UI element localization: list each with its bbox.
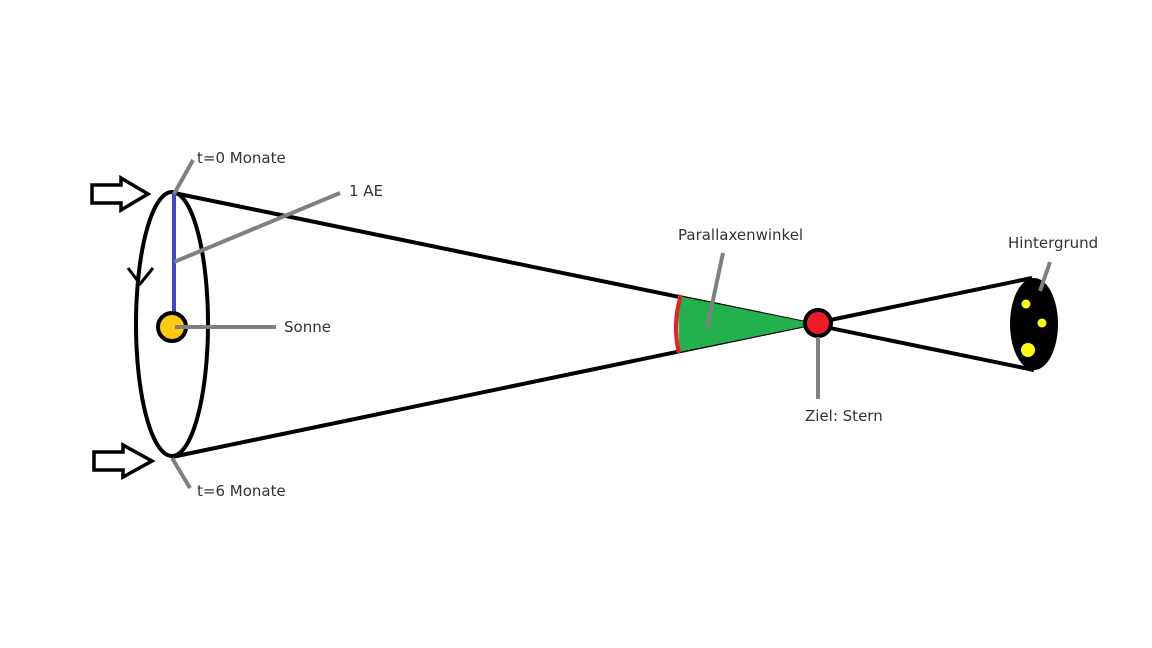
label-sun: Sonne	[284, 318, 331, 336]
arrow-right-icon	[90, 174, 152, 214]
sightline-t0	[173, 191, 1035, 372]
background-star	[1037, 318, 1047, 328]
parallax-angle-wedge	[678, 296, 816, 352]
leader-t6	[170, 456, 192, 490]
label-target: Ziel: Stern	[805, 407, 883, 425]
background-star	[1021, 343, 1035, 357]
sightline-t6	[171, 276, 1033, 459]
label-parallax: Parallaxenwinkel	[678, 226, 803, 244]
leader-t0	[172, 159, 195, 195]
target-star	[803, 308, 833, 338]
label-t0: t=0 Monate	[197, 149, 286, 167]
label-au: 1 AE	[349, 182, 383, 200]
leader-background	[1038, 261, 1052, 292]
parallax-angle-arc	[674, 294, 683, 354]
label-background: Hintergrund	[1008, 234, 1098, 252]
background-star-field	[1010, 278, 1058, 370]
arrow-right-icon	[92, 442, 156, 480]
background-star	[1021, 299, 1031, 309]
leader-parallax	[705, 252, 725, 329]
orbit-direction-arrow-icon	[126, 267, 155, 286]
leader-au	[173, 191, 341, 264]
label-t6: t=6 Monate	[197, 482, 286, 500]
